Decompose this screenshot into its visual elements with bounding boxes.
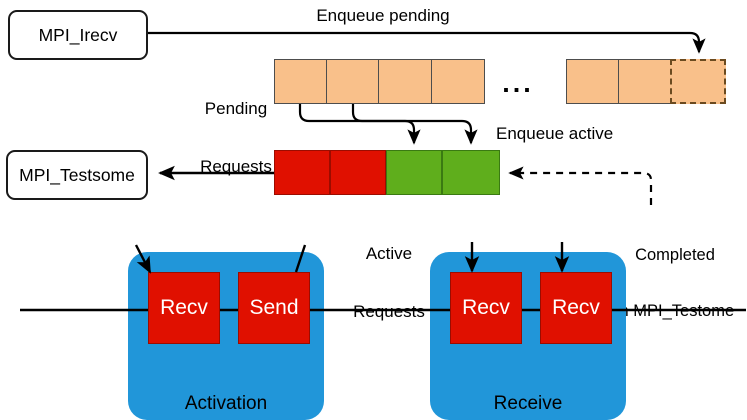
arrow-enqueue-active-1 (298, 104, 421, 145)
pending-cell-new (670, 59, 727, 104)
edge-label-enqueue-pending: Enqueue pending (316, 6, 450, 25)
node-mpi-testsome: MPI_Testsome (6, 150, 148, 200)
pending-ellipsis: ... (502, 68, 534, 98)
callback-title-receive-line1: Receive (493, 393, 563, 415)
pending-requests-label-line1: Pending (204, 98, 268, 118)
op-box-recv-receive-2: Recv (540, 272, 612, 344)
pending-requests-label-line2: Requests (200, 156, 272, 176)
node-mpi-irecv: MPI_Irecv (8, 10, 148, 60)
pending-requests-label: Pending Requests (190, 60, 282, 215)
op-box-recv-receive-2-label: Recv (552, 296, 600, 319)
node-mpi-irecv-label: MPI_Irecv (38, 24, 118, 45)
active-requests-label: Active Requests (341, 205, 437, 360)
op-box-send-activation-label: Send (249, 296, 299, 319)
callback-title-receive-data: Receive Data (436, 350, 620, 420)
arrow-completed-feedback (508, 166, 653, 205)
op-box-recv-activation: Recv (148, 272, 220, 344)
op-box-send-activation: Send (238, 272, 310, 344)
node-mpi-testsome-label: MPI_Testsome (19, 164, 135, 185)
active-cell-1 (330, 150, 386, 195)
edge-label-completed-line1: Completed (635, 245, 715, 264)
arrow-enqueue-pending (148, 31, 706, 54)
pending-cell-4 (566, 59, 620, 104)
pending-cell-3 (430, 59, 485, 104)
op-box-recv-receive-1-label: Recv (462, 296, 510, 319)
active-requests-label-line1: Active (365, 243, 413, 263)
callback-title-activation-line1: Activation (184, 393, 268, 415)
pending-cell-1 (326, 59, 381, 104)
op-box-recv-receive-1: Recv (450, 272, 522, 344)
active-cell-3 (442, 150, 500, 195)
arrow-enqueue-active-2 (351, 104, 478, 145)
pending-cell-5 (618, 59, 673, 104)
active-cell-2 (386, 150, 442, 195)
pending-cell-0 (274, 59, 328, 104)
pending-cell-2 (378, 59, 433, 104)
edge-label-enqueue-active: Enqueue active (496, 124, 614, 143)
active-requests-label-line2: Requests (353, 301, 425, 321)
callback-title-activation-callback: Activation Callback (134, 350, 318, 420)
active-cell-0 (274, 150, 330, 195)
op-box-recv-activation-label: Recv (160, 296, 208, 319)
